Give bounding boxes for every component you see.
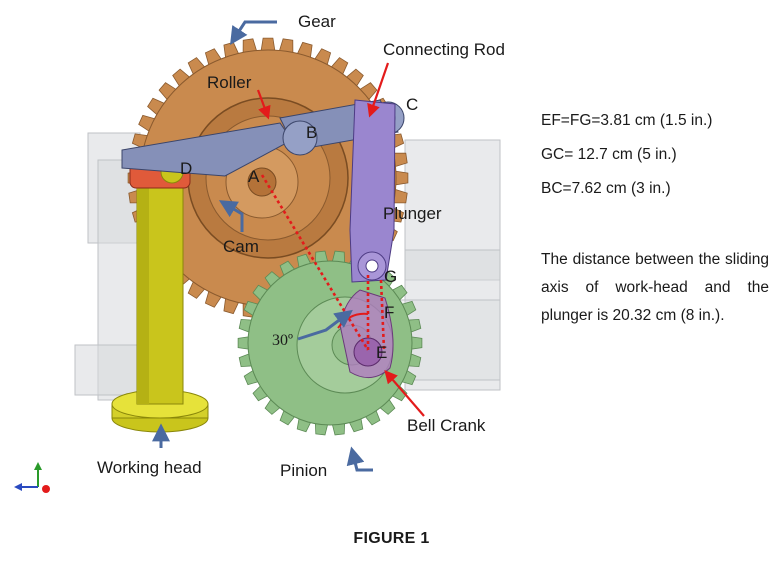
axis-triad-icon (14, 462, 50, 493)
working-head (111, 171, 209, 433)
plunger (349, 99, 396, 283)
blue-arrows (152, 20, 373, 472)
distance-note: The distance between the sliding axis of… (541, 251, 769, 324)
point-e: E (376, 343, 387, 362)
label-roller: Roller (207, 73, 252, 92)
figure-caption: FIGURE 1 (353, 530, 430, 547)
dimension-bc: BC=7.62 cm (3 in.) (541, 180, 671, 197)
point-d: D (180, 159, 192, 178)
point-f: F (384, 303, 394, 322)
dimension-ef-fg: EF=FG=3.81 cm (1.5 in.) (541, 112, 713, 129)
bell-crank (339, 289, 394, 379)
label-cam: Cam (223, 237, 259, 256)
label-angle: 30º (272, 332, 293, 349)
point-c: C (406, 95, 418, 114)
label-bell-crank: Bell Crank (407, 416, 486, 435)
label-gear: Gear (298, 12, 336, 31)
dimension-gc: GC= 12.7 cm (5 in.) (541, 146, 677, 163)
label-pinion: Pinion (280, 461, 327, 480)
label-connecting-rod: Connecting Rod (383, 40, 505, 59)
point-g: G (384, 267, 397, 286)
point-b: B (306, 123, 317, 142)
label-working-head: Working head (97, 458, 202, 477)
red-arrows (256, 62, 425, 417)
point-a: A (248, 167, 260, 186)
label-plunger: Plunger (383, 204, 442, 223)
